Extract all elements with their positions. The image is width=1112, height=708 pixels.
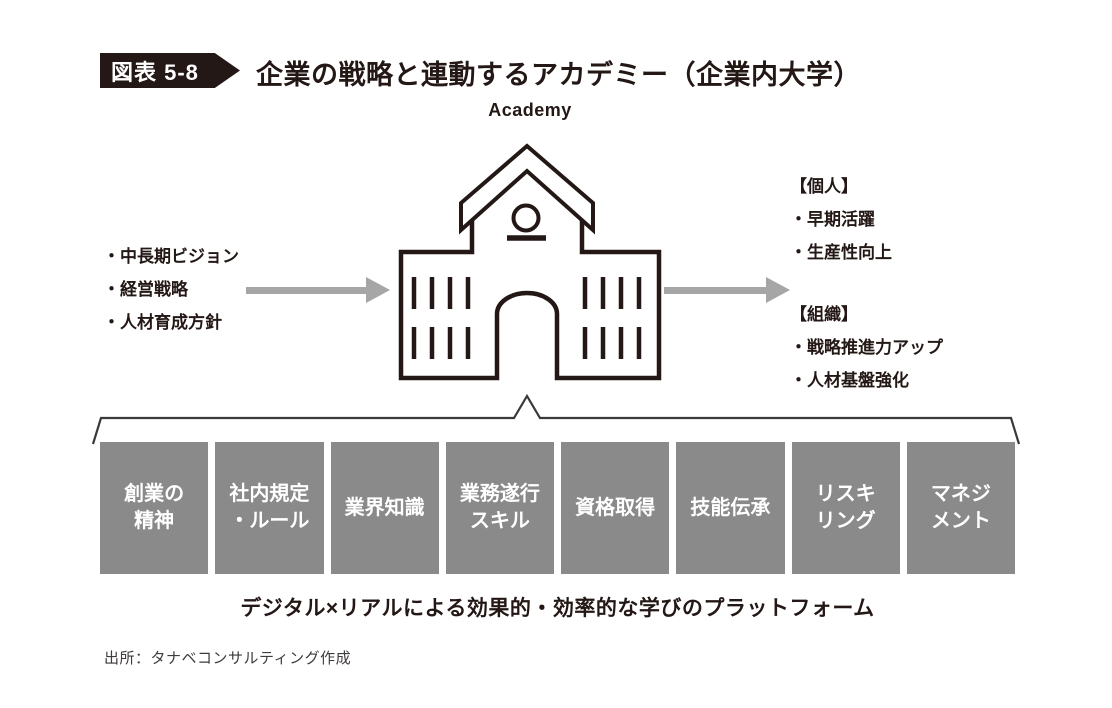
curriculum-box: 資格取得 bbox=[561, 442, 670, 574]
strategy-input-item: ・人材育成方針 bbox=[103, 313, 222, 332]
curriculum-box: 創業の 精神 bbox=[100, 442, 209, 574]
right-windows bbox=[582, 277, 642, 359]
curriculum-box: 業界知識 bbox=[330, 442, 439, 574]
outcomes-individual: 【個人】 ・早期活躍 ・生産性向上 bbox=[790, 170, 892, 269]
curriculum-box: リスキ リング bbox=[791, 442, 900, 574]
academy-label: Academy bbox=[488, 100, 572, 120]
outcome-item: ・早期活躍 bbox=[790, 210, 875, 229]
outcomes-organization-heading: 【組織】 bbox=[790, 305, 858, 324]
building-body-outline bbox=[398, 219, 662, 381]
tower-circle bbox=[511, 203, 541, 233]
curriculum-box: 社内規定 ・ルール bbox=[215, 442, 324, 574]
outcome-item: ・戦略推進力アップ bbox=[790, 338, 943, 357]
outcomes-organization: 【組織】 ・戦略推進力アップ ・人材基盤強化 bbox=[790, 298, 943, 397]
left-arrow-head-icon bbox=[366, 277, 390, 303]
outcome-item: ・人材基盤強化 bbox=[790, 371, 909, 390]
outcomes-individual-heading: 【個人】 bbox=[790, 177, 858, 196]
source-note: 出所：タナベコンサルティング作成 bbox=[104, 650, 352, 667]
platform-caption: デジタル×リアルによる効果的・効率的な学びのプラットフォーム bbox=[240, 597, 875, 620]
figure-label-text: 図表 5-8 bbox=[111, 59, 199, 85]
school-building-icon bbox=[398, 143, 662, 381]
strategy-input-item: ・経営戦略 bbox=[103, 280, 188, 299]
figure-label-pennant: 図表 5-8 bbox=[100, 53, 240, 88]
strategy-inputs: ・中長期ビジョン ・経営戦略 ・人材育成方針 bbox=[103, 240, 239, 339]
curriculum-box: 技能伝承 bbox=[676, 442, 785, 574]
left-arrow-icon bbox=[246, 287, 366, 294]
left-windows bbox=[411, 277, 471, 359]
curriculum-box-row: 創業の 精神 社内規定 ・ルール 業界知識 業務遂行 スキル 資格取得 技能伝承… bbox=[100, 442, 1015, 574]
brace-icon bbox=[91, 393, 1021, 445]
outcome-item: ・生産性向上 bbox=[790, 243, 892, 262]
building-roof bbox=[459, 143, 595, 235]
right-arrow-icon bbox=[664, 287, 766, 294]
figure-title: 企業の戦略と連動するアカデミー（企業内大学） bbox=[256, 60, 861, 90]
curriculum-box: マネジ メント bbox=[906, 442, 1015, 574]
right-arrow-head-icon bbox=[766, 277, 790, 303]
curriculum-box: 業務遂行 スキル bbox=[445, 442, 554, 574]
strategy-input-item: ・中長期ビジョン bbox=[103, 247, 239, 266]
